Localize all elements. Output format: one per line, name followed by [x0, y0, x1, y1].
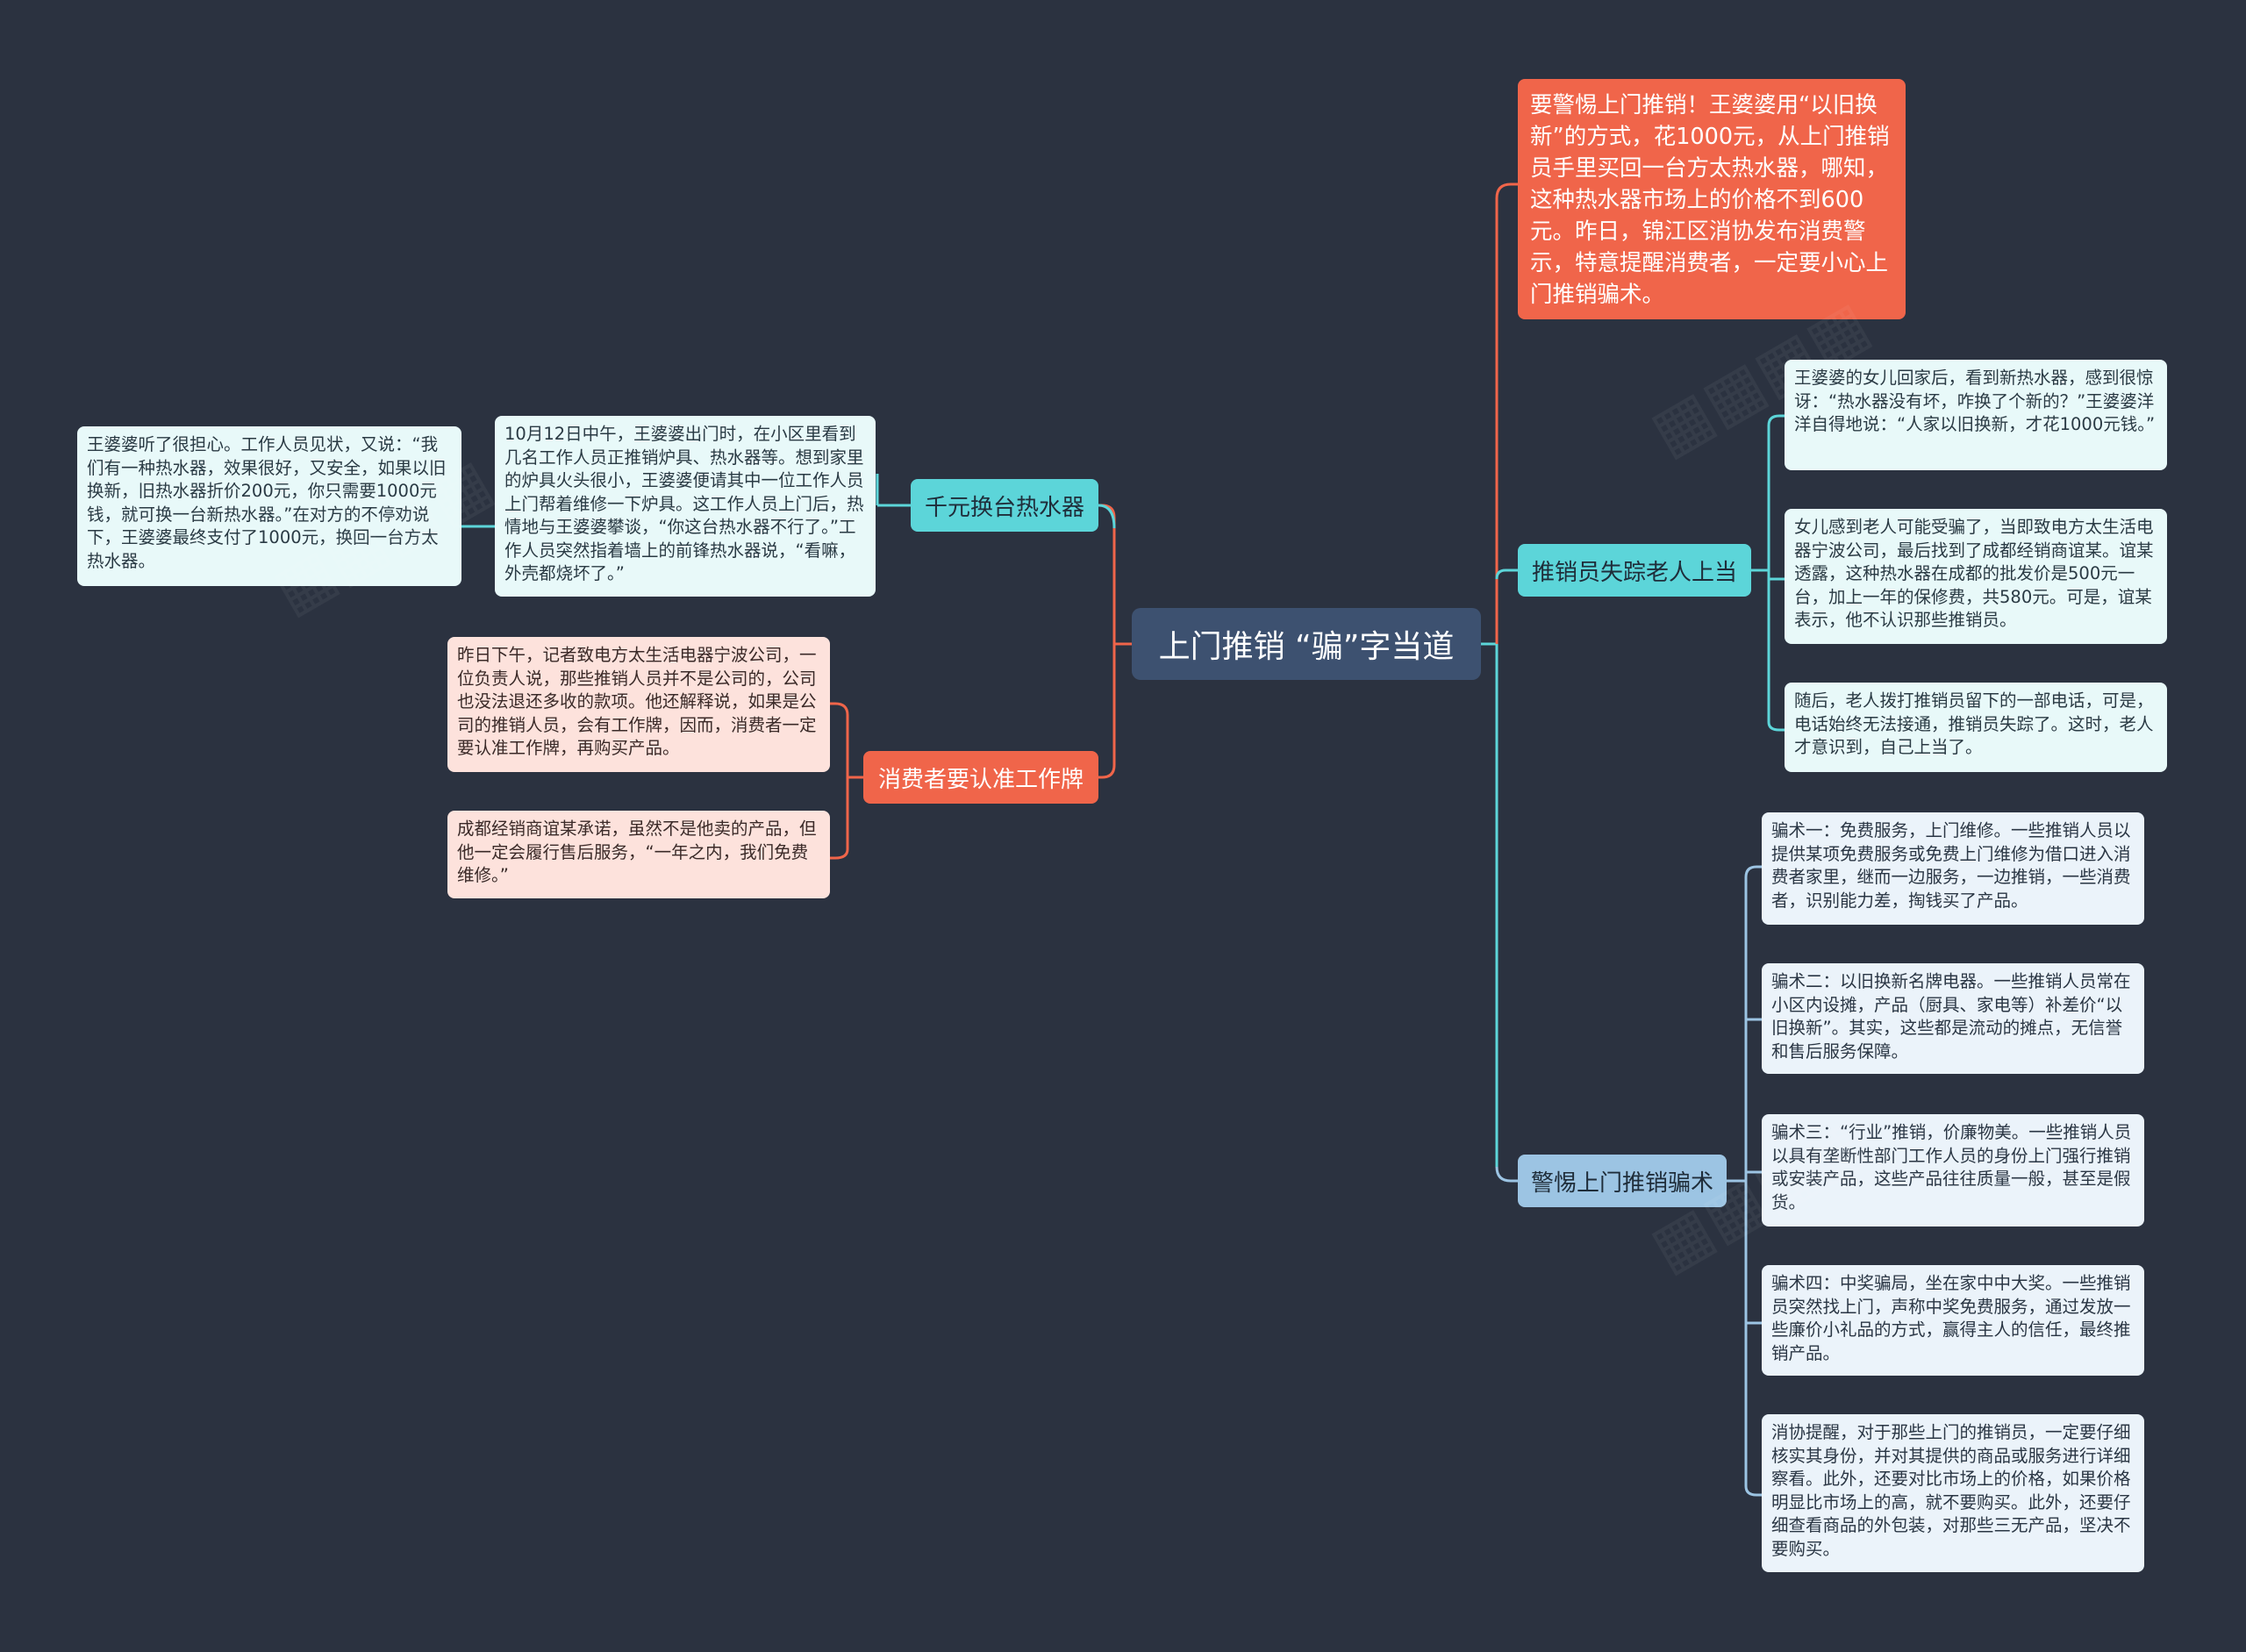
- missing-leaf-2[interactable]: 女儿感到老人可能受骗了，当即致电方太生活电器宁波公司，最后找到了成都经销商谊某。…: [1785, 509, 2167, 644]
- branch-water-heater-label: 千元换台热水器: [924, 494, 1084, 521]
- branch-badge[interactable]: 消费者要认准工作牌: [863, 751, 1098, 804]
- branch-water-heater[interactable]: 千元换台热水器: [911, 479, 1098, 532]
- connector-badge-leaves: [830, 702, 863, 860]
- tricks-leaf-4[interactable]: 骗术四：中奖骗局，坐在家中中大奖。一些推销员突然找上门，声称中奖免费服务，通过发…: [1762, 1265, 2144, 1376]
- root-title: 上门推销 “骗”字当道: [1158, 629, 1455, 665]
- water-heater-leaf-1[interactable]: 10月12日中午，王婆婆出门时，在小区里看到几名工作人员正推销炉具、热水器等。想…: [495, 416, 876, 597]
- branch-badge-label: 消费者要认准工作牌: [877, 766, 1084, 793]
- missing-leaf-1[interactable]: 王婆婆的女儿回家后，看到新热水器，感到很惊讶：“热水器没有坏，咋换了个新的？”王…: [1785, 360, 2167, 470]
- branch-tricks-label: 警惕上门推销骗术: [1530, 1169, 1713, 1197]
- connector-to-tricks: [1495, 1166, 1518, 1183]
- missing-leaf-3[interactable]: 随后，老人拨打推销员留下的一部电话，可是，电话始终无法接通，推销员失踪了。这时，…: [1785, 683, 2167, 772]
- tricks-leaf-3[interactable]: 骗术三：“行业”推销，价廉物美。一些推销人员以具有垄断性部门工作人员的身份上门强…: [1762, 1114, 2144, 1226]
- connector-missing-leaves: [1751, 414, 1785, 732]
- branch-tricks[interactable]: 警惕上门推销骗术: [1518, 1155, 1727, 1207]
- connector-trunk-right: [1495, 182, 1518, 1167]
- connector-trunk-left: [1098, 504, 1116, 779]
- water-heater-leaf-2[interactable]: 王婆婆听了很担心。工作人员见状，又说：“我们有一种热水器，效果很好，又安全，如果…: [77, 426, 461, 586]
- badge-leaf-1[interactable]: 昨日下午，记者致电方太生活电器宁波公司，一位负责人说，那些推销人员并不是公司的，…: [447, 637, 830, 772]
- branch-missing[interactable]: 推销员失踪老人上当: [1518, 544, 1751, 597]
- connector-to-missing: [1495, 569, 1518, 580]
- tricks-leaf-5[interactable]: 消协提醒，对于那些上门的推销员，一定要仔细核实其身份，并对其提供的商品或服务进行…: [1762, 1414, 2144, 1572]
- tricks-leaf-2[interactable]: 骗术二：以旧换新名牌电器。一些推销人员常在小区内设摊，产品（厨具、家电等）补差价…: [1762, 963, 2144, 1074]
- tricks-leaf-1[interactable]: 骗术一：免费服务，上门维修。一些推销人员以提供某项免费服务或免费上门维修为借口进…: [1762, 812, 2144, 925]
- badge-leaf-2[interactable]: 成都经销商谊某承诺，虽然不是他卖的产品，但他一定会履行售后服务，“一年之内，我们…: [447, 811, 830, 898]
- branch-missing-label: 推销员失踪老人上当: [1531, 559, 1737, 586]
- connector-heater-leaves: [461, 474, 911, 528]
- connector-to-heater: [1098, 504, 1116, 529]
- connector-tricks-leaves: [1727, 865, 1762, 1497]
- intro-node[interactable]: 要警惕上门推销！王婆婆用“以旧换新”的方式，花1000元，从上门推销员手里买回一…: [1518, 79, 1906, 319]
- root-topic[interactable]: 上门推销 “骗”字当道: [1132, 608, 1481, 680]
